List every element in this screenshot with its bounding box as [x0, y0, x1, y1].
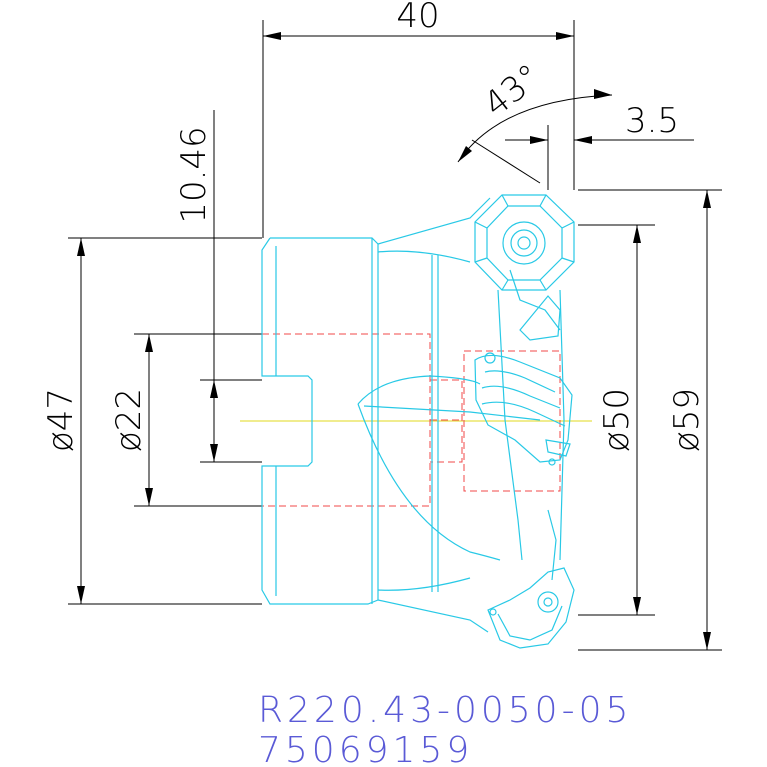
dimension-text-22: ø22 — [109, 388, 149, 452]
dimension-offset-3-5: 3.5 — [505, 101, 694, 190]
dimension-text-50: ø50 — [597, 388, 637, 452]
dimension-height-10-46: 10.46 — [174, 110, 262, 463]
dimension-width-40: 40 — [262, 0, 575, 238]
hidden-lines — [262, 333, 561, 507]
dimension-text-43: 43° — [477, 56, 549, 125]
dimension-diameter-50: ø50 — [578, 224, 655, 616]
dimension-diameter-22: ø22 — [109, 333, 262, 507]
part-number: 75069159 — [258, 730, 473, 767]
dimension-diameter-47: ø47 — [41, 237, 262, 605]
dimension-text-3-5: 3.5 — [625, 101, 679, 141]
dimension-diameter-59: ø59 — [578, 189, 722, 651]
dimension-text-59: ø59 — [667, 388, 707, 452]
dimension-text-47: ø47 — [41, 388, 81, 452]
dimension-angle-43: 43° — [457, 56, 613, 184]
part-code: R220.43-0050-05 — [258, 690, 632, 731]
cutter-body — [261, 194, 575, 649]
dimension-text-10-46: 10.46 — [174, 126, 214, 223]
dimension-text-40: 40 — [396, 0, 439, 36]
